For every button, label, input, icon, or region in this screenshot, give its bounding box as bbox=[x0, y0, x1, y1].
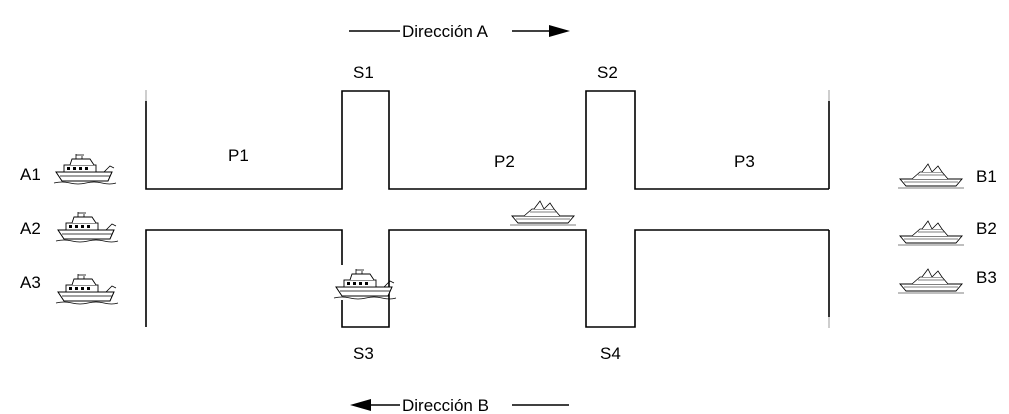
station-s3-label: S3 bbox=[353, 344, 374, 363]
sail-cruiser-icon bbox=[509, 200, 577, 226]
section-p3-label: P3 bbox=[734, 152, 755, 171]
station-s2-label: S2 bbox=[597, 63, 618, 82]
boat-b1-label: B1 bbox=[976, 167, 997, 186]
sail-cruiser-icon bbox=[897, 163, 965, 189]
section-p1-label: P1 bbox=[228, 146, 249, 165]
direction-a-arrow: Dirección A bbox=[349, 22, 570, 41]
sail-cruiser-icon bbox=[897, 268, 965, 294]
boat-b2-label: B2 bbox=[976, 219, 997, 238]
station-s4-label: S4 bbox=[600, 344, 621, 363]
station-s1-label: S1 bbox=[353, 63, 374, 82]
direction-b-label: Dirección B bbox=[402, 396, 489, 414]
motor-yacht-icon bbox=[333, 268, 397, 300]
sail-cruiser-icon bbox=[897, 220, 965, 246]
boat-b3-label: B3 bbox=[976, 268, 997, 287]
motor-yacht-icon bbox=[55, 273, 119, 305]
section-p2-label: P2 bbox=[494, 152, 515, 171]
arrow-right-icon bbox=[549, 25, 570, 37]
lower-channel bbox=[145, 229, 830, 328]
direction-b-arrow: Dirección B bbox=[350, 396, 569, 414]
motor-yacht-icon bbox=[55, 211, 119, 243]
boat-a2-label: A2 bbox=[20, 219, 41, 238]
upper-channel bbox=[145, 90, 830, 190]
boat-a3-label: A3 bbox=[20, 273, 41, 292]
direction-a-label: Dirección A bbox=[402, 22, 489, 41]
motor-yacht-icon bbox=[53, 153, 117, 185]
boat-a1-label: A1 bbox=[20, 165, 41, 184]
arrow-left-icon bbox=[350, 399, 371, 411]
